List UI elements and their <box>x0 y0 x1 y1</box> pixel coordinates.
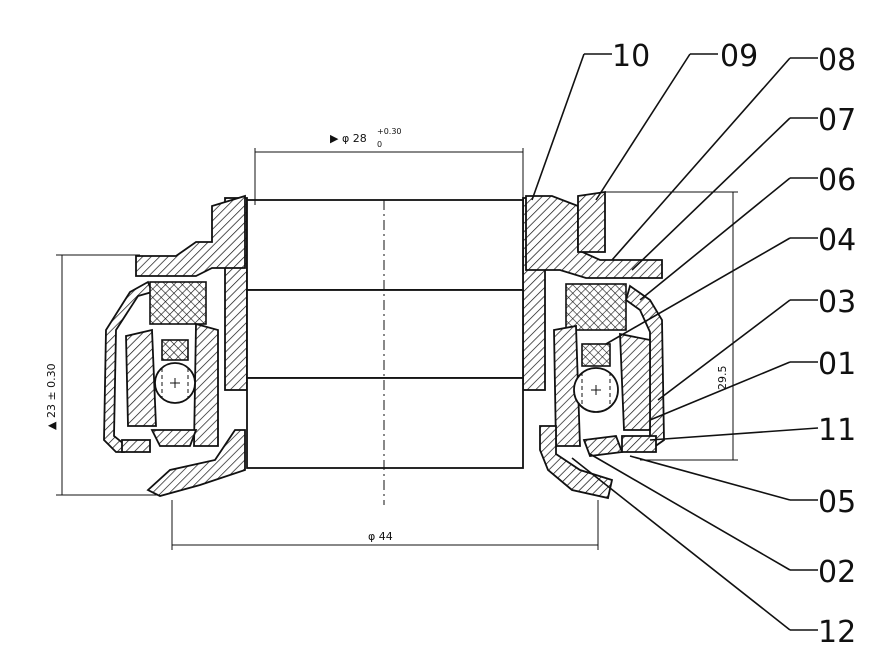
center-bushing <box>224 197 546 505</box>
callout-11: 11 <box>818 413 856 448</box>
callout-02: 02 <box>818 555 856 590</box>
dimension-labels: ▶ φ 28 0 +0.30 φ 44 ▲ 23 ± 0.30 29.5 <box>45 127 729 543</box>
dimension-lines <box>56 148 738 550</box>
callout-05: 05 <box>818 485 856 520</box>
callout-06: 06 <box>818 163 856 198</box>
callout-labels: 10 09 08 07 06 04 03 01 11 05 02 12 <box>612 39 856 650</box>
bore-tolerance-lower: 0 <box>377 140 382 149</box>
height-label: ▲ 23 ± 0.30 <box>45 363 58 430</box>
callout-01: 01 <box>818 347 856 382</box>
callout-12: 12 <box>818 615 856 650</box>
bore-tolerance-upper: +0.30 <box>377 127 402 136</box>
bore-diameter-label: ▶ φ 28 <box>330 132 367 145</box>
callout-04: 04 <box>818 223 856 258</box>
callout-03: 03 <box>818 285 856 320</box>
callout-07: 07 <box>818 103 856 138</box>
callout-08: 08 <box>818 43 856 78</box>
left-housing <box>103 280 246 497</box>
leader-lines <box>531 53 819 631</box>
upper-seat <box>135 190 663 279</box>
height-right-label: 29.5 <box>716 366 729 391</box>
outer-diameter-label: φ 44 <box>368 530 393 543</box>
right-housing <box>539 283 665 500</box>
callout-09: 09 <box>720 39 758 74</box>
callout-10: 10 <box>612 39 650 74</box>
